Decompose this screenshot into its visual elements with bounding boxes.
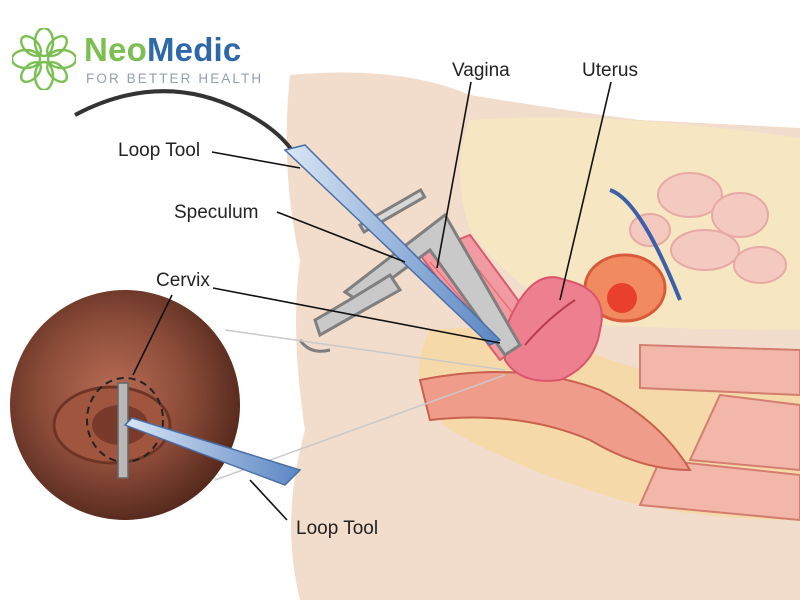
brand-logo: NeoMedic FOR BETTER HEALTH (12, 28, 262, 90)
loop-tool-cable (74, 89, 297, 157)
loop-wire (117, 382, 129, 479)
label-loop-tool-bottom: Loop Tool (296, 518, 379, 539)
loop-tool-handle-top (283, 144, 502, 346)
leader-lines (132, 81, 612, 521)
speculum-instrument (298, 187, 523, 358)
label-speculum: Speculum (174, 202, 259, 223)
label-vagina: Vagina (452, 60, 510, 81)
label-cervix: Cervix (156, 270, 210, 291)
uterus (504, 276, 603, 382)
vessel-line (609, 188, 682, 301)
abdomen-tissue (460, 117, 800, 330)
brand-name-part1: Neo (84, 31, 147, 68)
label-loop-tool-top: Loop Tool (118, 140, 201, 161)
leaf-flower-icon (12, 28, 76, 90)
brand-name: NeoMedic (84, 31, 241, 69)
brand-name-part2: Medic (146, 31, 242, 68)
brand-tagline: FOR BETTER HEALTH (86, 71, 264, 86)
spine (638, 343, 800, 522)
label-uterus: Uterus (582, 60, 638, 81)
loop-tool-handle-bottom (123, 417, 302, 486)
intestines (629, 172, 787, 284)
